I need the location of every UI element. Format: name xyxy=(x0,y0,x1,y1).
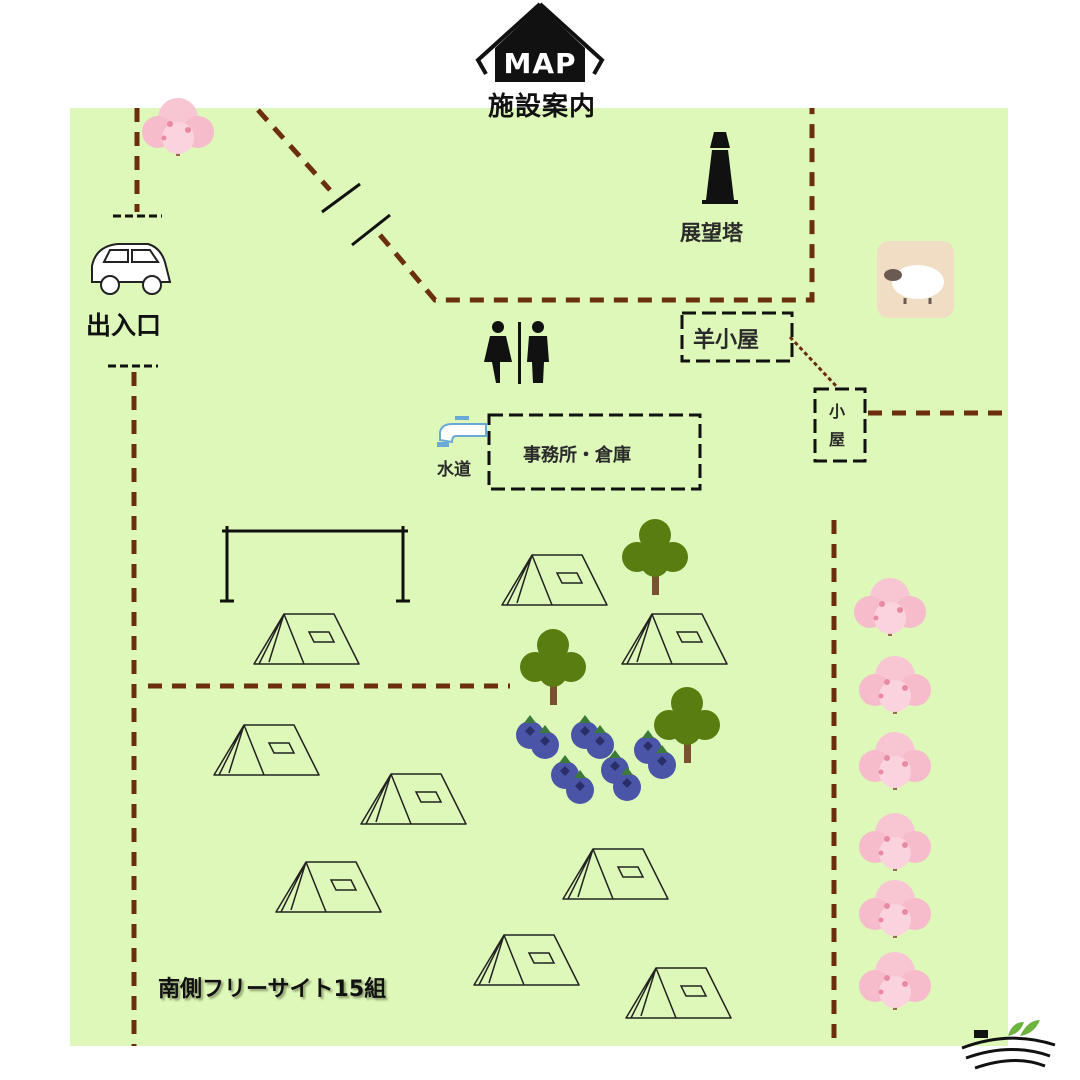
office-label: 事務所・倉庫 xyxy=(523,445,631,466)
tower-label: 展望塔 xyxy=(680,221,743,245)
restroom-icon xyxy=(484,321,549,384)
water-label: 水道 xyxy=(437,460,471,480)
south-site-label: 南側フリーサイト15組 xyxy=(158,977,387,1002)
farm-logo-icon xyxy=(961,1020,1056,1070)
sheep-icon xyxy=(877,241,954,318)
map-title-badge xyxy=(475,2,605,82)
hut-label: 小屋 xyxy=(829,402,846,449)
gate-icon xyxy=(108,182,391,368)
swing-frame-icon xyxy=(220,526,410,603)
car-icon xyxy=(91,243,172,295)
path-north xyxy=(256,108,815,303)
entrance-label: 出入口 xyxy=(86,311,162,340)
sheep-barn-outline xyxy=(680,311,794,363)
path-barn-link xyxy=(788,335,840,390)
map-badge-text: MAP xyxy=(503,47,577,80)
office-outline xyxy=(487,413,702,491)
paths xyxy=(131,108,1008,1046)
lighthouse-icon xyxy=(702,132,738,204)
hut-outline xyxy=(813,387,867,463)
page-title: 施設案内 xyxy=(487,92,596,122)
sheep-barn-label: 羊小屋 xyxy=(693,328,760,353)
faucet-icon xyxy=(437,416,487,447)
